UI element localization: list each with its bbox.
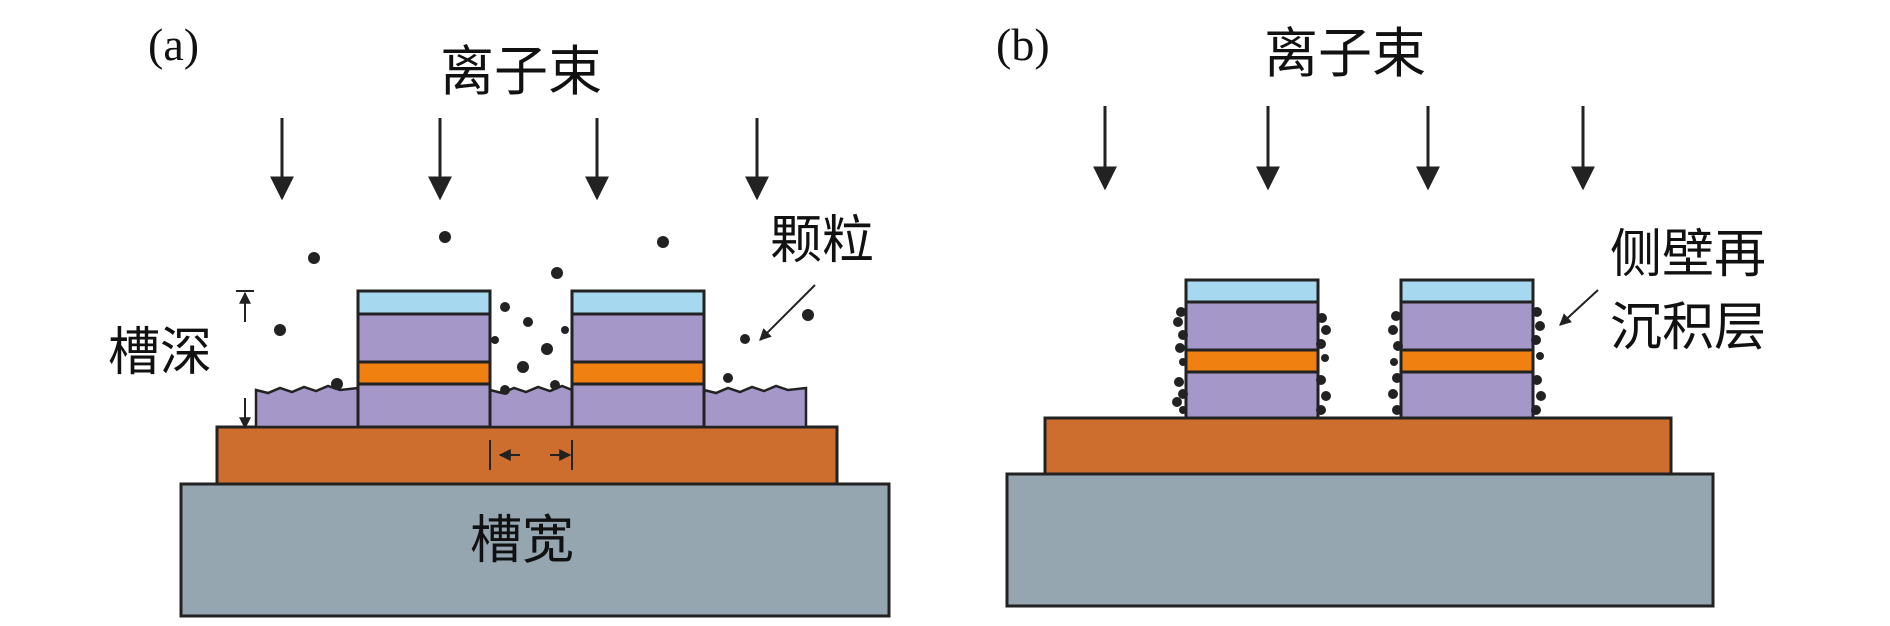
panel-a-particles-pointer [759, 284, 816, 341]
panel-b-ion-arrows [1093, 106, 1595, 191]
particle [657, 236, 669, 248]
redeposit-particle [1172, 397, 1182, 407]
redeposit-particle [1316, 339, 1326, 349]
panel-a-substrate [179, 482, 891, 618]
redeposit-particle [1174, 377, 1184, 387]
panel-b-pillar-right [1399, 278, 1535, 420]
redeposit-particle [1316, 375, 1326, 385]
panel-b-redeposition-pointer [1559, 289, 1599, 326]
panel-b: (b) 离子束 [996, 19, 1766, 608]
particle [541, 343, 553, 355]
redeposit-particle [1316, 405, 1326, 415]
middle-layer [1184, 348, 1320, 374]
particle [517, 361, 529, 373]
panel-b-base-layer [1043, 416, 1673, 476]
redeposit-particle [1535, 321, 1545, 331]
panel-a-etched-strip-right [702, 384, 808, 429]
particle [500, 302, 510, 312]
particle [561, 326, 569, 334]
redeposit-particle [1536, 352, 1544, 360]
panel-b-redeposition [1172, 307, 1546, 415]
redeposit-particle [1531, 335, 1541, 345]
redeposit-particle [1173, 317, 1183, 327]
redeposit-particle [1179, 358, 1187, 366]
stack-lower-layer [356, 382, 492, 429]
panel-a-trench-width-marker [489, 440, 573, 470]
middle-layer [1399, 348, 1535, 374]
panel-a-base-layer [215, 425, 839, 486]
panel-a-particles [274, 231, 814, 395]
panel-a-trench-depth-marker [236, 290, 254, 430]
redeposit-particle [1392, 373, 1402, 383]
redeposit-particle [1536, 391, 1546, 401]
panel-a-particles-label: 颗粒 [770, 211, 874, 271]
cap-layer [1399, 278, 1535, 304]
redeposit-particle [1391, 311, 1401, 321]
panel-a-pillar-left [356, 289, 492, 429]
redeposit-particle [1175, 343, 1185, 353]
panel-a-pillar-right [570, 289, 706, 429]
particle [439, 231, 451, 243]
panel-a-trench-width-label: 槽宽 [470, 511, 574, 571]
particle [550, 380, 560, 390]
panel-a-ion-beam-label: 离子束 [440, 40, 602, 103]
redeposit-particle [1532, 375, 1542, 385]
particle [274, 324, 286, 336]
redeposit-particle [1321, 354, 1329, 362]
redeposit-particle [1532, 307, 1542, 317]
panel-b-label: (b) [996, 19, 1050, 70]
stack-upper-layer [1184, 300, 1320, 352]
redeposit-particle [1388, 389, 1398, 399]
cap-layer [356, 289, 492, 316]
panel-a-trench-depth-label: 槽深 [108, 323, 212, 383]
redeposit-particle [1179, 406, 1187, 414]
stack-lower-layer [1184, 370, 1320, 420]
redeposit-particle [1388, 325, 1398, 335]
stack-lower-layer [570, 382, 706, 429]
redeposit-particle [1392, 405, 1402, 415]
redeposit-particle [1321, 325, 1331, 335]
panel-a: (a) 离子束 槽宽 [108, 19, 891, 618]
redeposit-particle [1321, 391, 1331, 401]
particle [551, 267, 563, 279]
particle [523, 317, 533, 327]
panel-b-ion-beam-label: 离子束 [1264, 22, 1426, 85]
particle [723, 373, 733, 383]
particle [491, 336, 499, 344]
panel-a-etched-strip-left [254, 384, 360, 429]
redeposit-particle [1178, 330, 1188, 340]
middle-layer [570, 360, 706, 386]
particle [802, 309, 814, 321]
redeposit-particle [1176, 307, 1186, 317]
panel-b-substrate [1005, 472, 1715, 608]
redeposit-particle [1317, 313, 1327, 323]
particle [308, 252, 320, 264]
panel-b-pillar-left [1184, 278, 1320, 420]
middle-layer [356, 360, 492, 386]
particle [740, 334, 750, 344]
panel-b-redeposition-label-line1: 侧壁再 [1610, 225, 1766, 285]
particle [331, 378, 343, 390]
cap-layer [1184, 278, 1320, 304]
panel-b-redeposition-label-line2: 沉积层 [1610, 298, 1766, 358]
panel-a-ion-arrows [270, 118, 769, 201]
particle [500, 385, 510, 395]
stack-lower-layer [1399, 370, 1535, 420]
stack-upper-layer [356, 312, 492, 364]
panel-a-label: (a) [148, 19, 199, 70]
redeposit-particle [1531, 405, 1541, 415]
redeposit-particle [1393, 341, 1403, 351]
stack-upper-layer [570, 312, 706, 364]
redeposit-particle [1390, 358, 1398, 366]
cap-layer [570, 289, 706, 316]
stack-upper-layer [1399, 300, 1535, 352]
redeposit-particle [1178, 389, 1188, 399]
